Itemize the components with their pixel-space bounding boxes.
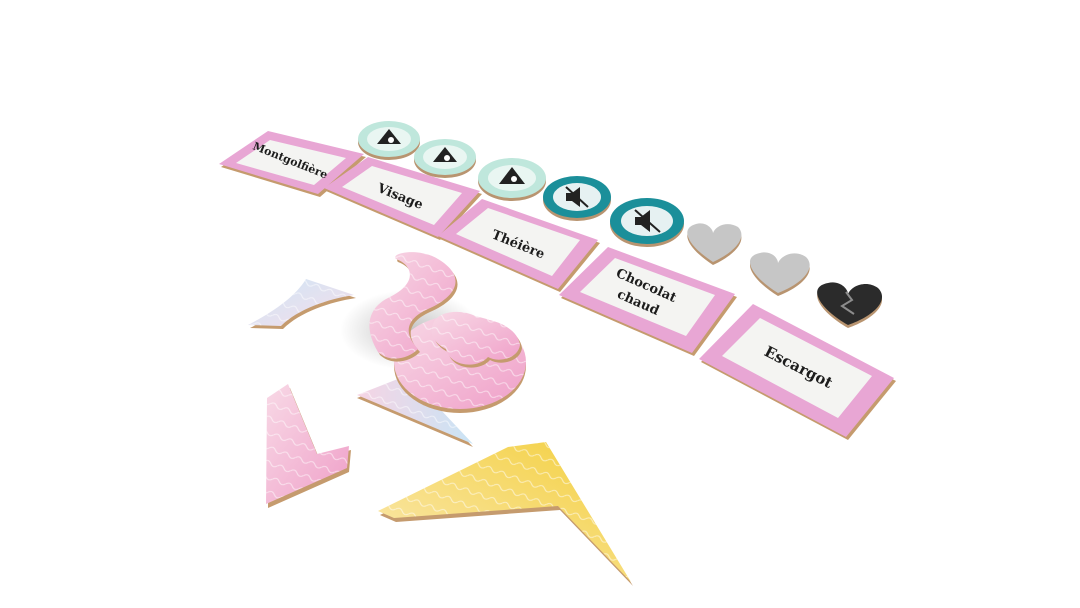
puzzle-piece[interactable]	[357, 375, 473, 447]
broken-heart-icon	[817, 282, 883, 325]
puzzle-piece[interactable]	[431, 311, 522, 368]
puzzle-piece[interactable]	[248, 279, 356, 329]
teal-token[interactable]	[543, 176, 611, 221]
teal-token[interactable]	[610, 198, 684, 247]
puzzle-piece[interactable]	[378, 442, 633, 586]
heart-icon	[687, 223, 742, 262]
heart-token[interactable]	[749, 252, 810, 296]
broken-heart-token[interactable]	[817, 282, 883, 328]
heart-token[interactable]	[687, 223, 742, 265]
word-card[interactable]: Visage	[324, 157, 482, 240]
pointing-hand-icon	[499, 167, 525, 184]
muted-speaker-icon	[635, 210, 650, 232]
pointing-hand-icon	[433, 147, 457, 162]
mint-token[interactable]	[358, 121, 420, 160]
muted-speaker-icon	[566, 187, 580, 207]
word-card[interactable]: Escargot	[699, 304, 896, 440]
puzzle-piece[interactable]	[266, 384, 351, 508]
word-card[interactable]: Chocolat chaud	[559, 247, 737, 356]
mint-token[interactable]	[414, 139, 476, 178]
pointing-hand-icon	[377, 129, 401, 144]
mint-token[interactable]	[478, 158, 546, 201]
word-card[interactable]: Théière	[438, 199, 600, 292]
heart-icon	[749, 252, 810, 293]
puzzle-piece[interactable]	[369, 252, 458, 362]
word-card[interactable]: Montgolfière	[219, 131, 366, 197]
